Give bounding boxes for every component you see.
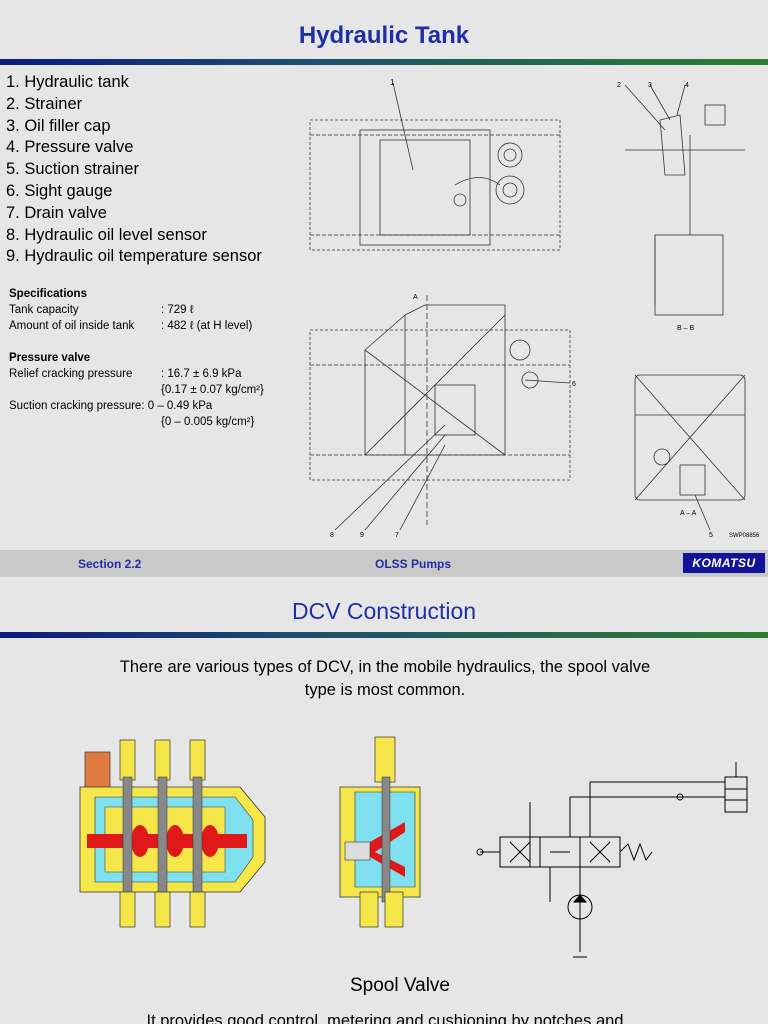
spec-label: Amount of oil inside tank [9,320,135,332]
spec-label: Tank capacity [9,304,79,316]
list-item: 5. Suction strainer [6,160,139,179]
list-item: 1. Hydraulic tank [6,73,129,91]
intro-line: There are various types of DCV, in the m… [119,658,651,676]
footer-topic: OLSS Pumps [375,557,452,571]
specifications-heading: Specifications [9,288,87,300]
spec-value: : 482 ℓ (at H level) [161,320,253,332]
callout-8: 8 [330,532,334,539]
list-item: 2. Strainer [6,94,83,113]
slide-title: Hydraulic Tank [298,22,470,49]
spool-section-illustration [339,736,421,928]
slide-dcv-construction: DCV Construction There are various types… [0,580,768,1024]
slide-title: DCV Construction [291,598,477,624]
list-item: 7. Drain valve [6,203,107,222]
callout-5: 5 [709,532,713,539]
suction-value-kg: {0 – 0.005 kg/cm²} [161,416,255,428]
list-item: 4. Pressure valve [6,138,134,157]
pressure-valve-block: Pressure valve Relief cracking pressure:… [9,350,264,430]
spec-value: : 729 ℓ [161,304,194,316]
callout-2: 2 [617,82,621,89]
hydraulic-tank-drawing: 1 A 8 9 7 6 2 3 4 B – B [309,78,760,539]
parts-list: 1. Hydraulic tank 2. Strainer 3. Oil fil… [6,72,262,268]
list-item: 6. Sight gauge [6,181,113,200]
title-divider [0,59,768,65]
sectional-valve-illustration [79,739,266,928]
intro-text: There are various types of DCV, in the m… [60,656,710,702]
intro-line: type is most common. [304,681,466,699]
section-aa-label: A – A [680,510,697,517]
list-item: 3. Oil filler cap [6,116,111,135]
komatsu-logo: KOMATSU [683,553,765,573]
relief-value: : 16.7 ± 6.9 kPa [161,368,242,380]
callout-7: 7 [395,532,399,539]
title-divider [0,632,768,638]
slide-hydraulic-tank: Hydraulic Tank 1. Hydraulic tank 2. Stra… [0,22,768,577]
spool-valve-caption: Spool Valve [350,975,450,996]
relief-value-kg: {0.17 ± 0.07 kg/cm²} [161,384,264,396]
callout-9: 9 [360,532,364,539]
pressure-valve-heading: Pressure valve [9,352,91,364]
slide-footer: Section 2.2 OLSS Pumps KOMATSU [0,550,768,577]
callout-1: 1 [390,78,395,87]
list-item: 8. Hydraulic oil level sensor [6,225,207,244]
section-bb-label: B – B [677,325,694,332]
footer-section: Section 2.2 [78,557,142,571]
drawing-number: SWP08856 [729,533,760,539]
bottom-text: It provides good control, metering and c… [146,1012,624,1024]
specifications-block: Specifications Tank capacity : 729 ℓ Amou… [9,286,252,334]
valve-schematic-symbol [476,762,748,958]
callout-3: 3 [648,82,652,89]
section-a-label: A [413,294,418,301]
suction-label: Suction cracking pressure [9,400,142,412]
callout-4: 4 [685,82,689,89]
suction-value: : 0 – 0.49 kPa [141,400,213,412]
callout-6: 6 [572,381,576,388]
relief-label: Relief cracking pressure [9,368,133,380]
list-item: 9. Hydraulic oil temperature sensor [6,247,262,266]
